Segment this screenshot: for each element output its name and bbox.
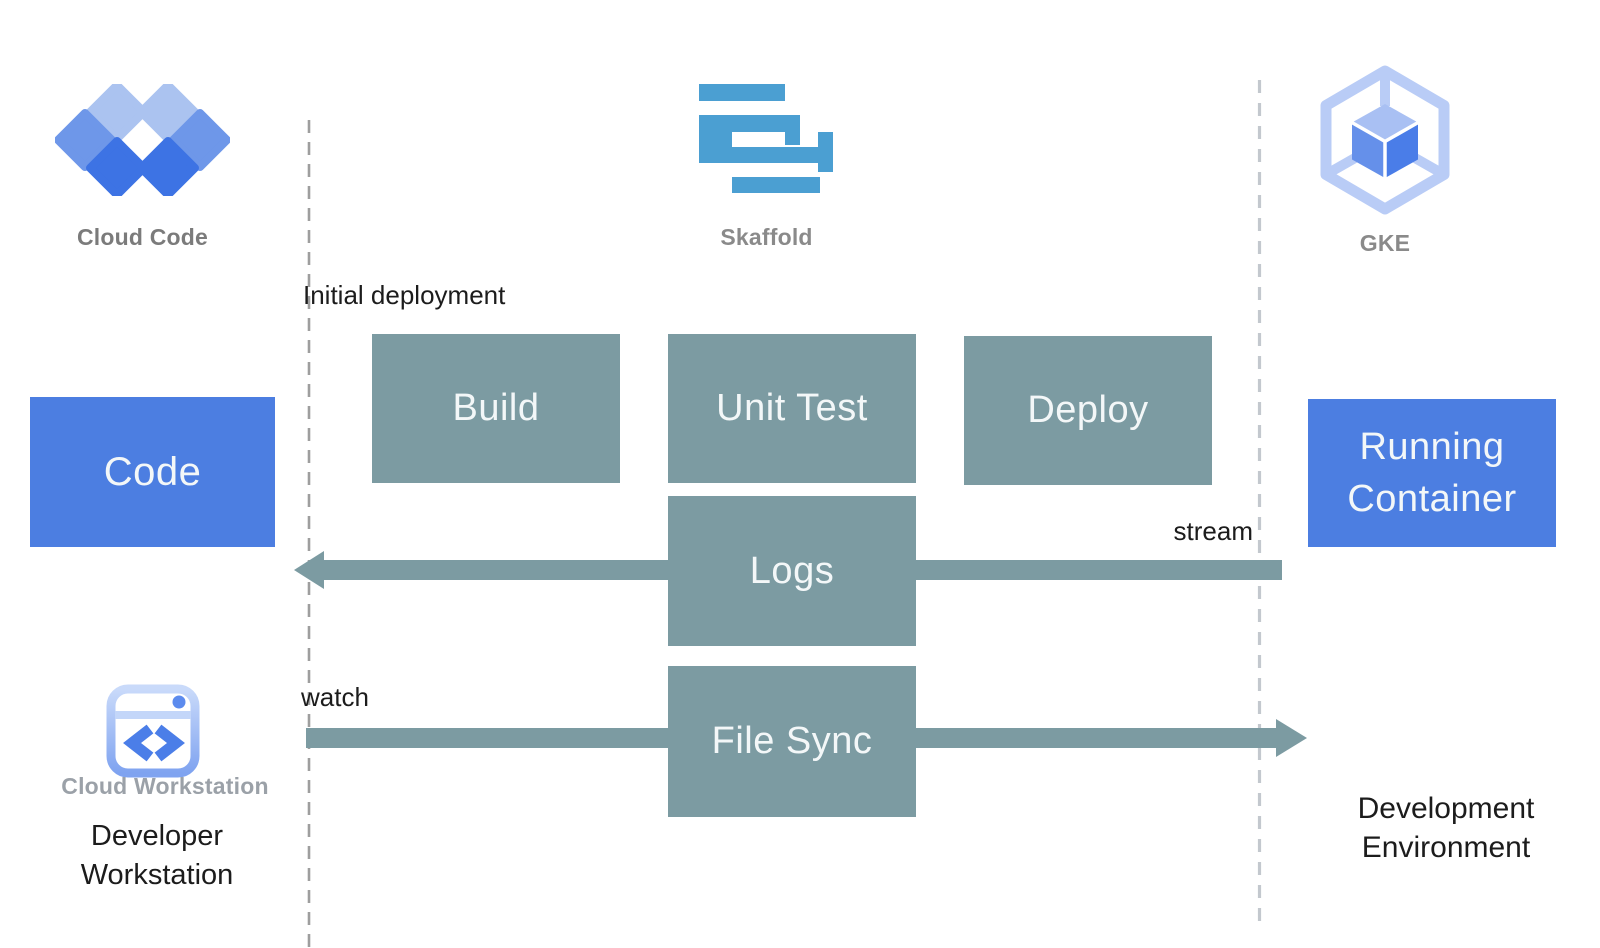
gke-icon	[1320, 65, 1450, 215]
code-box-label: Code	[103, 449, 202, 494]
watch-label: watch	[301, 682, 369, 712]
running-container-line1: Running	[1359, 426, 1505, 468]
logs-box: Logs	[668, 496, 916, 646]
build-box: Build	[372, 334, 620, 483]
hexagon	[1320, 65, 1450, 215]
right-lane-dashed-line	[1257, 80, 1262, 924]
cube-seam	[1350, 120, 1387, 144]
deploy-box: Deploy	[964, 336, 1212, 485]
arrowhead-right	[1276, 719, 1307, 757]
diamond	[137, 137, 199, 196]
left-lane-dashed-line	[307, 120, 311, 948]
initial-deployment-label: Initial deployment	[303, 280, 506, 310]
diamond	[169, 109, 230, 171]
developer-workstation-line1: Developer	[90, 820, 224, 852]
development-environment-line1: Development	[1357, 792, 1535, 825]
file-sync-box: File Sync	[668, 666, 916, 817]
code-chevron-right	[154, 724, 185, 762]
unit-test-box: Unit Test	[668, 334, 916, 483]
running-container-box: Running Container	[1308, 399, 1556, 547]
cloud-workstation-icon	[106, 684, 200, 778]
running-container-label: Running Container	[1347, 421, 1516, 525]
developer-workstation-line2: Workstation	[80, 859, 234, 891]
skaffold-right-post	[818, 132, 833, 172]
cloud-workstation-label: Cloud Workstation	[61, 773, 269, 799]
spoke	[1412, 153, 1447, 179]
cloud-code-icon	[55, 84, 230, 196]
code-chevron-left	[123, 724, 154, 762]
developer-workstation-caption: Developer Workstation	[22, 817, 292, 895]
window-frame	[106, 684, 200, 778]
running-container-line2: Container	[1347, 478, 1517, 520]
arrowhead-left	[294, 551, 324, 589]
unit-test-box-label: Unit Test	[716, 387, 868, 429]
skaffold-label: Skaffold	[720, 224, 813, 250]
skaffold-icon	[699, 84, 833, 193]
skaffold-bottom-bar	[732, 177, 820, 193]
skaffold-top-plank	[732, 115, 800, 132]
skaffold-hook	[785, 132, 800, 145]
development-environment-caption: Development Environment	[1296, 789, 1596, 867]
window-dot	[172, 695, 186, 709]
deploy-box-label: Deploy	[1027, 389, 1149, 431]
development-environment-line2: Environment	[1361, 831, 1531, 864]
gke-label: GKE	[1359, 230, 1411, 256]
skaffold-bottom-plank	[732, 147, 833, 163]
stream-label: stream	[1173, 516, 1253, 546]
diamond	[55, 109, 116, 171]
cloud-code-label: Cloud Code	[76, 224, 209, 250]
diamond	[86, 137, 148, 196]
cube-seam	[1383, 120, 1420, 144]
code-box: Code	[30, 397, 275, 547]
build-box-label: Build	[452, 387, 540, 429]
skaffold-top-bar	[699, 84, 785, 101]
skaffold-left-post	[699, 115, 732, 163]
spoke	[1323, 153, 1358, 179]
logs-box-label: Logs	[749, 549, 835, 592]
file-sync-box-label: File Sync	[711, 720, 873, 762]
